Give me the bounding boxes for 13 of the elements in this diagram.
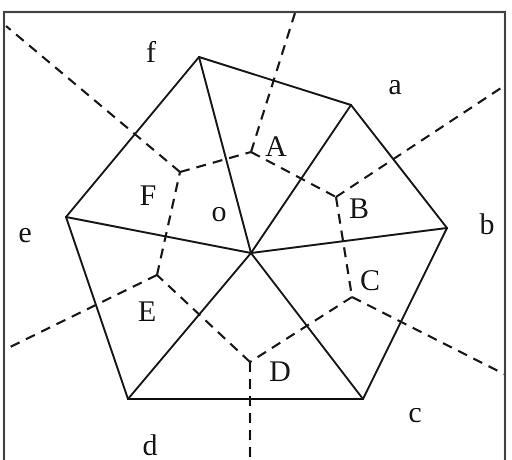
point-label: A <box>265 132 287 162</box>
point-label: b <box>480 210 494 240</box>
point-label: d <box>142 430 158 460</box>
point-label: E <box>138 296 156 327</box>
point-label: c <box>408 398 422 428</box>
point-label: f <box>146 38 156 68</box>
point-label: C <box>360 266 380 296</box>
point-label: a <box>388 70 402 100</box>
point-label: e <box>18 218 32 248</box>
point-label: o <box>212 196 226 227</box>
point-label: D <box>269 356 291 387</box>
point-label: B <box>349 194 369 224</box>
point-label: F <box>140 180 156 211</box>
